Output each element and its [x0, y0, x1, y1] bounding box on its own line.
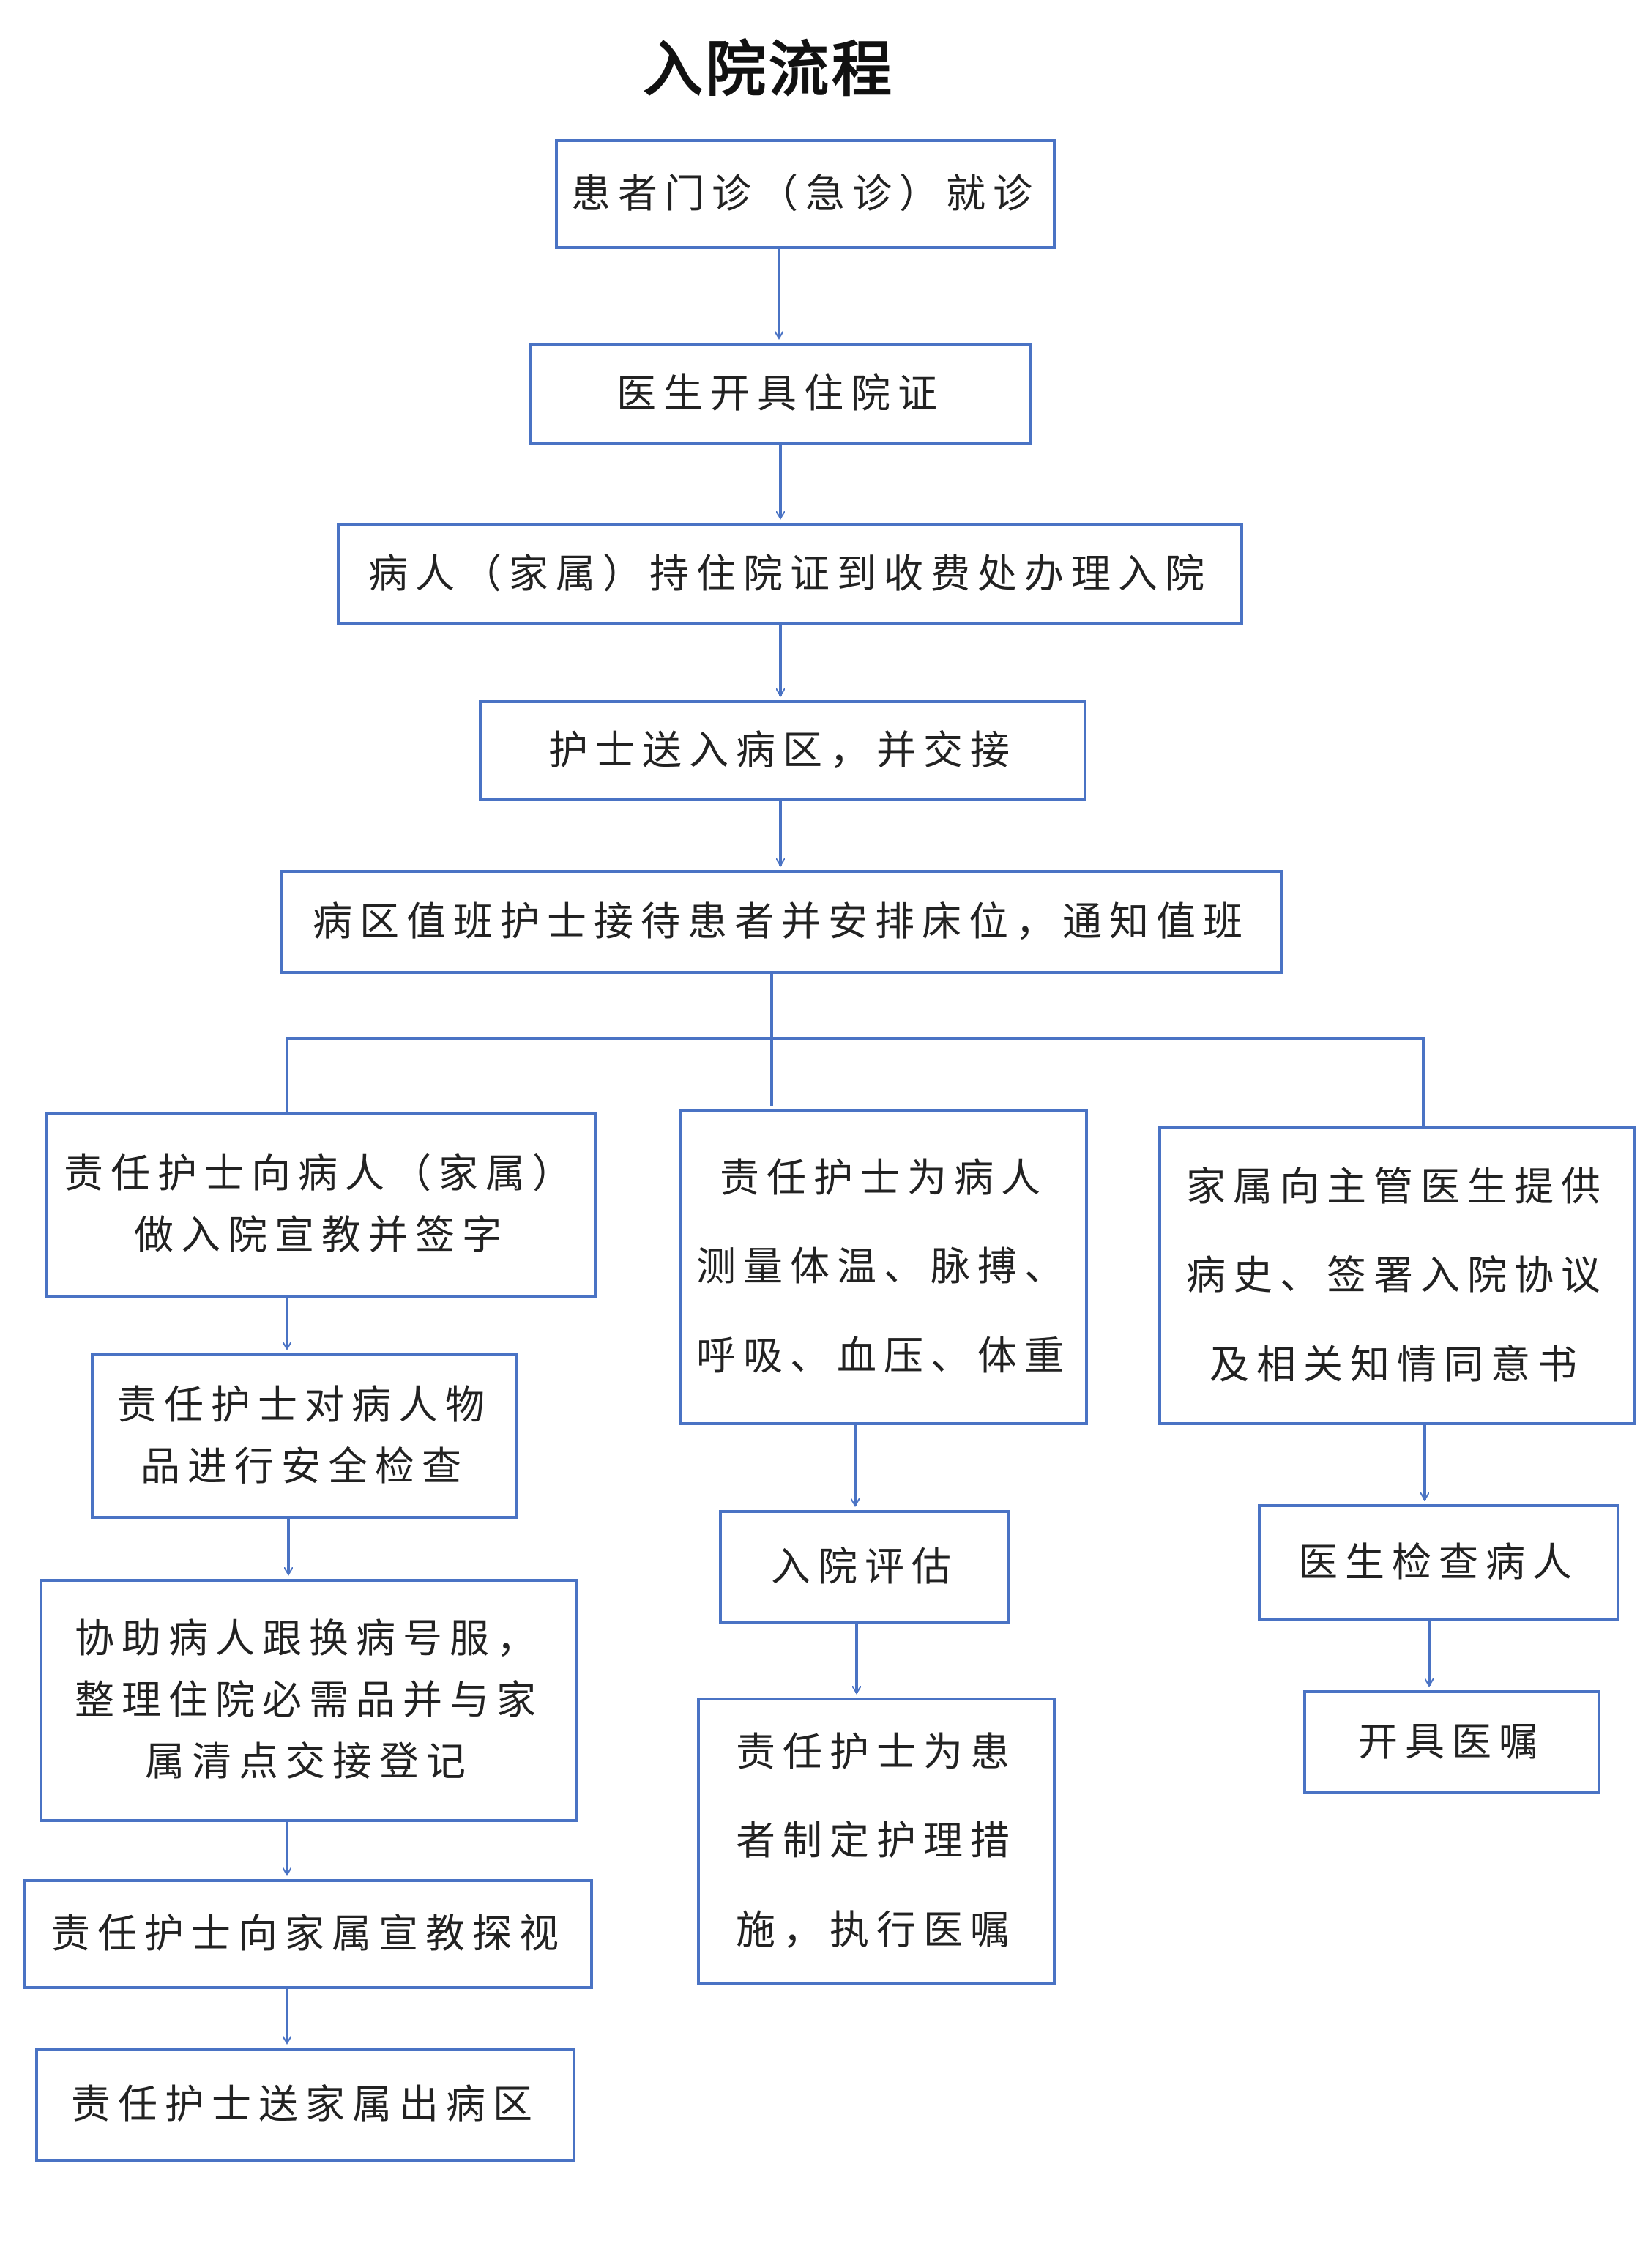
node-label: 开具医嘱	[1358, 1719, 1546, 1766]
node-change-gown-inventory: 协助病人跟换病号服， 整理住院必需品并与家 属清点交接登记	[40, 1579, 578, 1822]
node-label: 责任护士为病人 测量体温、脉搏、 呼吸、血压、体重	[696, 1154, 1071, 1379]
node-label: 病区值班护士接待患者并安排床位，通知值班	[313, 899, 1250, 945]
node-admission-education-signature: 责任护士向病人（家属） 做入院宣教并签字	[45, 1112, 597, 1298]
node-label: 责任护士向家属宣教探视	[51, 1911, 566, 1957]
node-doctor-examines-patient: 医生检查病人	[1258, 1504, 1620, 1621]
node-nurse-escort-handover: 护士送入病区，并交接	[479, 700, 1086, 801]
node-label: 医生开具住院证	[616, 371, 944, 417]
node-family-provides-history: 家属向主管医生提供 病史、签署入院协议 及相关知情同意书	[1158, 1126, 1636, 1425]
node-outpatient-visit: 患者门诊（急诊）就诊	[555, 139, 1056, 249]
node-label: 入院评估	[771, 1544, 958, 1591]
node-admission-assessment: 入院评估	[719, 1510, 1010, 1624]
node-duty-nurse-reception: 病区值班护士接待患者并安排床位，通知值班	[280, 870, 1283, 974]
node-label: 病人（家属）持住院证到收费处办理入院	[368, 551, 1212, 598]
node-issue-medical-orders: 开具医嘱	[1303, 1690, 1600, 1794]
node-label: 医生检查病人	[1298, 1539, 1579, 1586]
node-label: 协助病人跟换病号服， 整理住院必需品并与家 属清点交接登记	[75, 1616, 543, 1785]
node-doctor-issues-admission-certificate: 医生开具住院证	[529, 343, 1032, 445]
flowchart-title: 入院流程	[642, 35, 895, 105]
node-label: 责任护士送家属出病区	[71, 2081, 540, 2128]
node-billing-admission: 病人（家属）持住院证到收费处办理入院	[337, 523, 1243, 625]
node-nursing-plan: 责任护士为患 者制定护理措 施，执行医嘱	[697, 1698, 1056, 1985]
node-visiting-education: 责任护士向家属宣教探视	[23, 1879, 593, 1989]
node-label: 家属向主管医生提供 病史、签署入院协议 及相关知情同意书	[1186, 1163, 1608, 1388]
node-label: 患者门诊（急诊）就诊	[571, 171, 1040, 217]
node-belongings-safety-check: 责任护士对病人物 品进行安全检查	[91, 1353, 518, 1519]
node-escort-family-out: 责任护士送家属出病区	[35, 2048, 575, 2162]
node-label: 责任护士为患 者制定护理措 施，执行医嘱	[736, 1728, 1017, 1953]
node-label: 责任护士向病人（家属） 做入院宣教并签字	[64, 1150, 579, 1258]
node-label: 护士送入病区，并交接	[548, 727, 1017, 774]
node-label: 责任护士对病人物 品进行安全检查	[117, 1382, 492, 1490]
node-vital-signs: 责任护士为病人 测量体温、脉搏、 呼吸、血压、体重	[679, 1109, 1088, 1425]
